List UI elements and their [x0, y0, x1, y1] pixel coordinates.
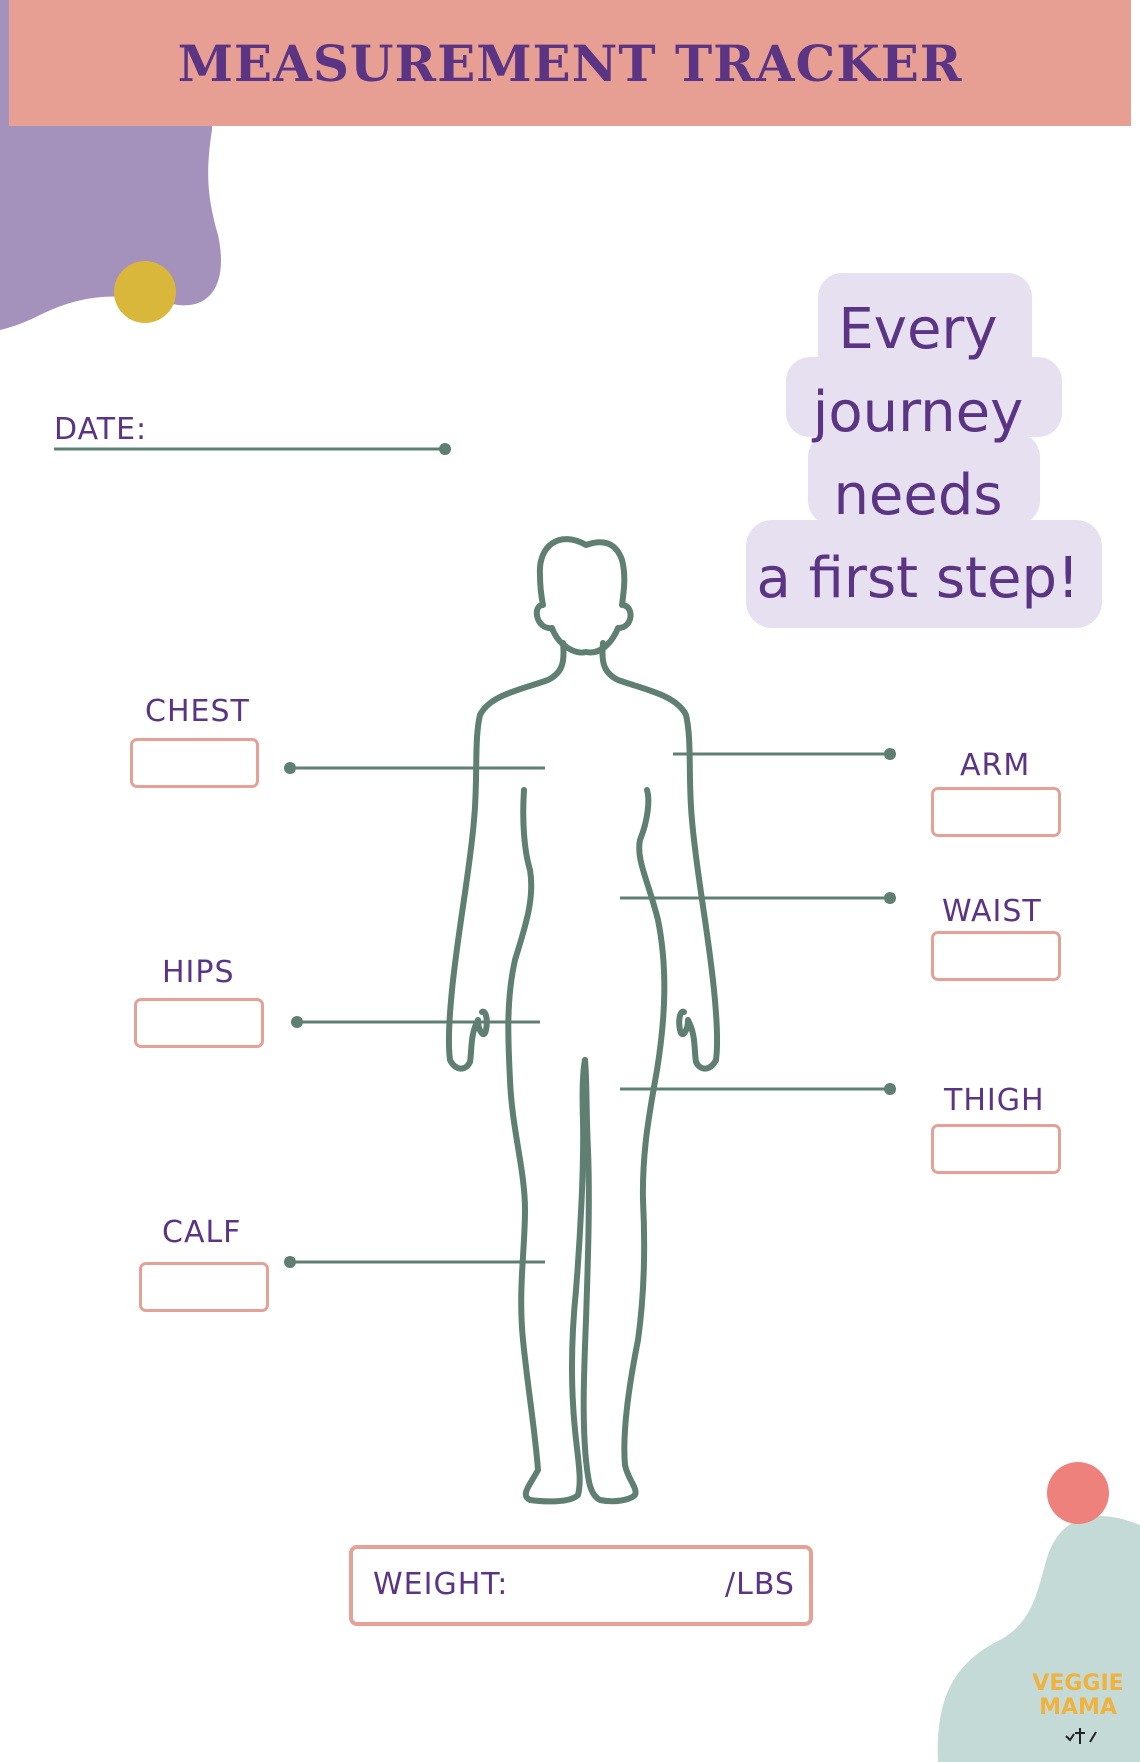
- logo-line: MAMA: [1039, 1695, 1117, 1720]
- leader-lines: [284, 748, 896, 1268]
- quote-text: Every journey needs a first step!: [718, 288, 1118, 620]
- quote-line: needs: [833, 463, 1003, 528]
- hips-label: HIPS: [162, 955, 235, 990]
- veggie-mama-logo: VEGGIE MAMA: [1030, 1672, 1126, 1720]
- waist-input[interactable]: [931, 931, 1061, 981]
- arm-input[interactable]: [931, 787, 1061, 837]
- calf-label: CALF: [162, 1215, 242, 1250]
- header-bar: MEASUREMENT TRACKER: [9, 0, 1131, 126]
- thigh-input[interactable]: [931, 1124, 1061, 1174]
- logo-line: VEGGIE: [1032, 1671, 1124, 1696]
- calf-input[interactable]: [139, 1262, 269, 1312]
- quote-line: journey: [812, 380, 1024, 445]
- mint-blob: [937, 1516, 1140, 1762]
- waist-label: WAIST: [942, 894, 1042, 929]
- weight-unit: /LBS: [725, 1567, 795, 1602]
- quote-line: a first step!: [756, 546, 1080, 611]
- veggie-mama-sprout-icon: [1065, 1728, 1097, 1744]
- thigh-label: THIGH: [944, 1083, 1045, 1118]
- mustard-dot: [114, 261, 176, 323]
- chest-input[interactable]: [130, 738, 259, 788]
- chest-label: CHEST: [145, 694, 250, 729]
- quote-line: Every: [838, 297, 998, 362]
- date-label: DATE:: [54, 412, 148, 447]
- page-title: MEASUREMENT TRACKER: [177, 33, 963, 93]
- hips-input[interactable]: [134, 998, 264, 1048]
- quote-bubble: [746, 273, 1102, 628]
- weight-label: WEIGHT:: [373, 1567, 509, 1602]
- weight-field[interactable]: WEIGHT: /LBS: [349, 1545, 813, 1626]
- arm-label: ARM: [960, 748, 1031, 783]
- coral-dot: [1047, 1462, 1109, 1524]
- date-line: [54, 443, 451, 455]
- human-body-outline-icon: [445, 536, 721, 1505]
